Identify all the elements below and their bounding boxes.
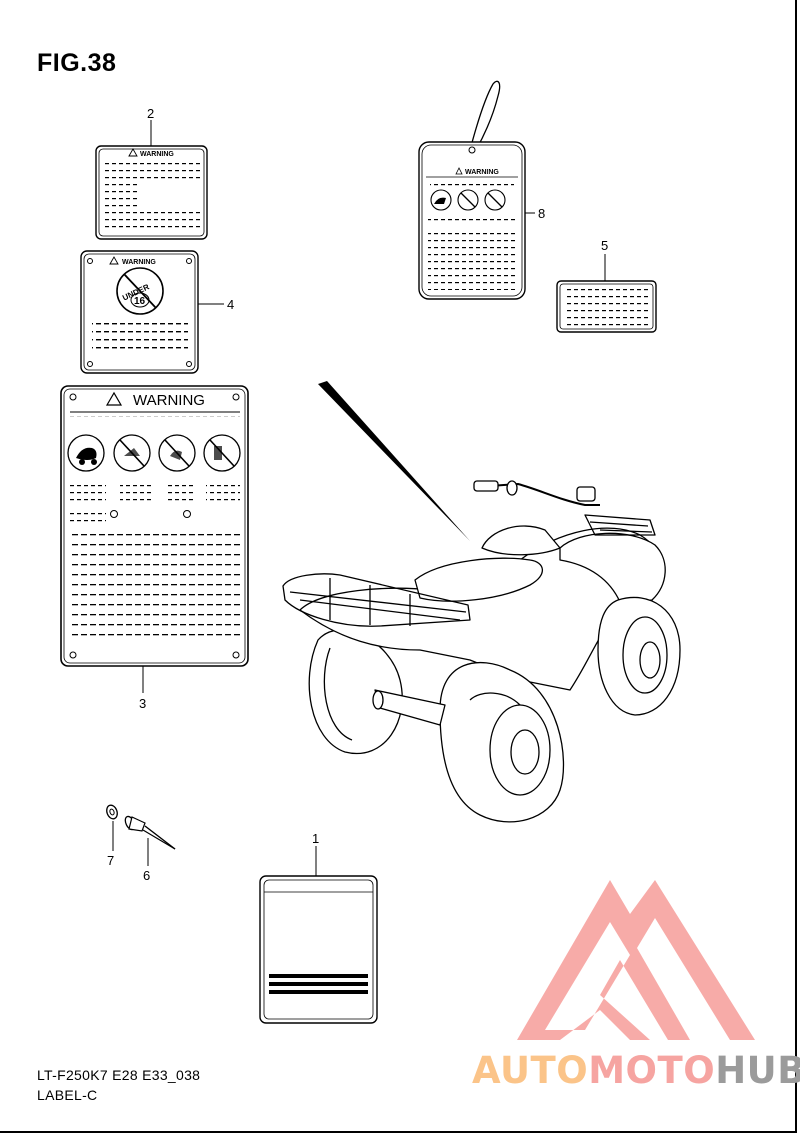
pointer-arrow <box>318 381 470 541</box>
figure-title: FIG.38 <box>37 49 117 77</box>
age-badge-number: 16 <box>134 296 146 307</box>
callout-4: 4 <box>227 297 234 312</box>
rivet-part <box>124 815 176 850</box>
label-5-small-decal <box>556 280 657 333</box>
label-2-warning-text: WARNING <box>140 151 174 158</box>
watermark-part-c: HUB <box>715 1049 800 1092</box>
model-code: LT-F250K7 E28 E33_038 <box>37 1067 201 1083</box>
callout-6: 6 <box>143 868 150 883</box>
label-8-warning-text: WARNING <box>465 169 499 176</box>
callout-3: 3 <box>139 696 146 711</box>
watermark-logo <box>517 880 755 1040</box>
label-3-warning-text: WARNING <box>133 392 205 409</box>
callout-8: 8 <box>538 206 545 221</box>
label-1-blank-decal <box>259 875 378 1024</box>
label-4-age-warning: WARNING UNDER 16 <box>80 250 199 374</box>
label-3-warning-large: WARNING <box>60 385 249 667</box>
label-4-warning-text: WARNING <box>122 259 156 266</box>
label-2-warning-small: WARNING <box>95 145 208 240</box>
callout-1: 1 <box>312 831 319 846</box>
group-name: LABEL-C <box>37 1087 98 1103</box>
label-8-hang-tag: WARNING <box>418 80 526 300</box>
leader-lines <box>112 120 606 876</box>
atv-vehicle-drawing <box>282 480 681 823</box>
watermark-part-b: MOTO <box>588 1049 716 1092</box>
callout-numbers: 2 4 3 8 5 1 7 6 <box>107 106 608 883</box>
washer-part <box>106 804 118 820</box>
watermark-text: AUTOMOTOHUB <box>472 1049 800 1092</box>
callout-7: 7 <box>107 853 114 868</box>
watermark-part-a: AUTO <box>472 1049 589 1092</box>
callout-5: 5 <box>601 238 608 253</box>
callout-2: 2 <box>147 106 154 121</box>
